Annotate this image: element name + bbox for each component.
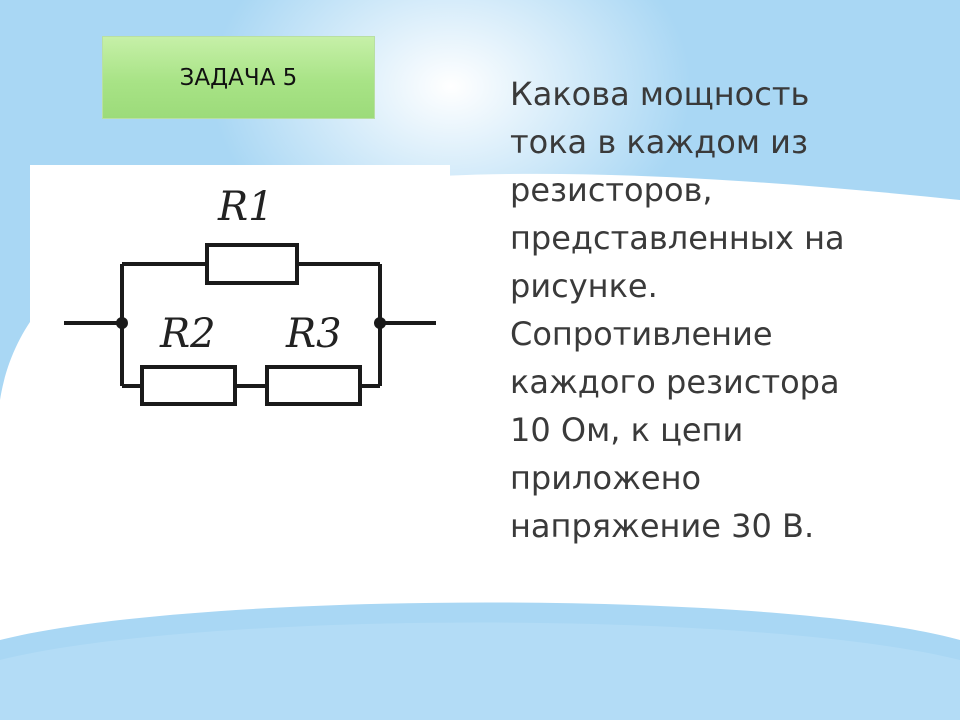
task-title: ЗАДАЧА 5: [179, 64, 298, 91]
label-r3: R3: [285, 311, 342, 357]
junction-right: [374, 317, 386, 329]
resistor-r2: [140, 365, 237, 406]
resistor-r3: [265, 365, 362, 406]
circuit-diagram: R1 R2 R3: [30, 165, 450, 425]
junction-left: [116, 317, 128, 329]
task-description: Какова мощность тока в каждом из резисто…: [510, 75, 845, 545]
label-r2: R2: [159, 311, 216, 357]
label-r1: R1: [217, 184, 274, 230]
resistor-r1: [205, 243, 299, 285]
task-title-box: ЗАДАЧА 5: [102, 36, 375, 119]
